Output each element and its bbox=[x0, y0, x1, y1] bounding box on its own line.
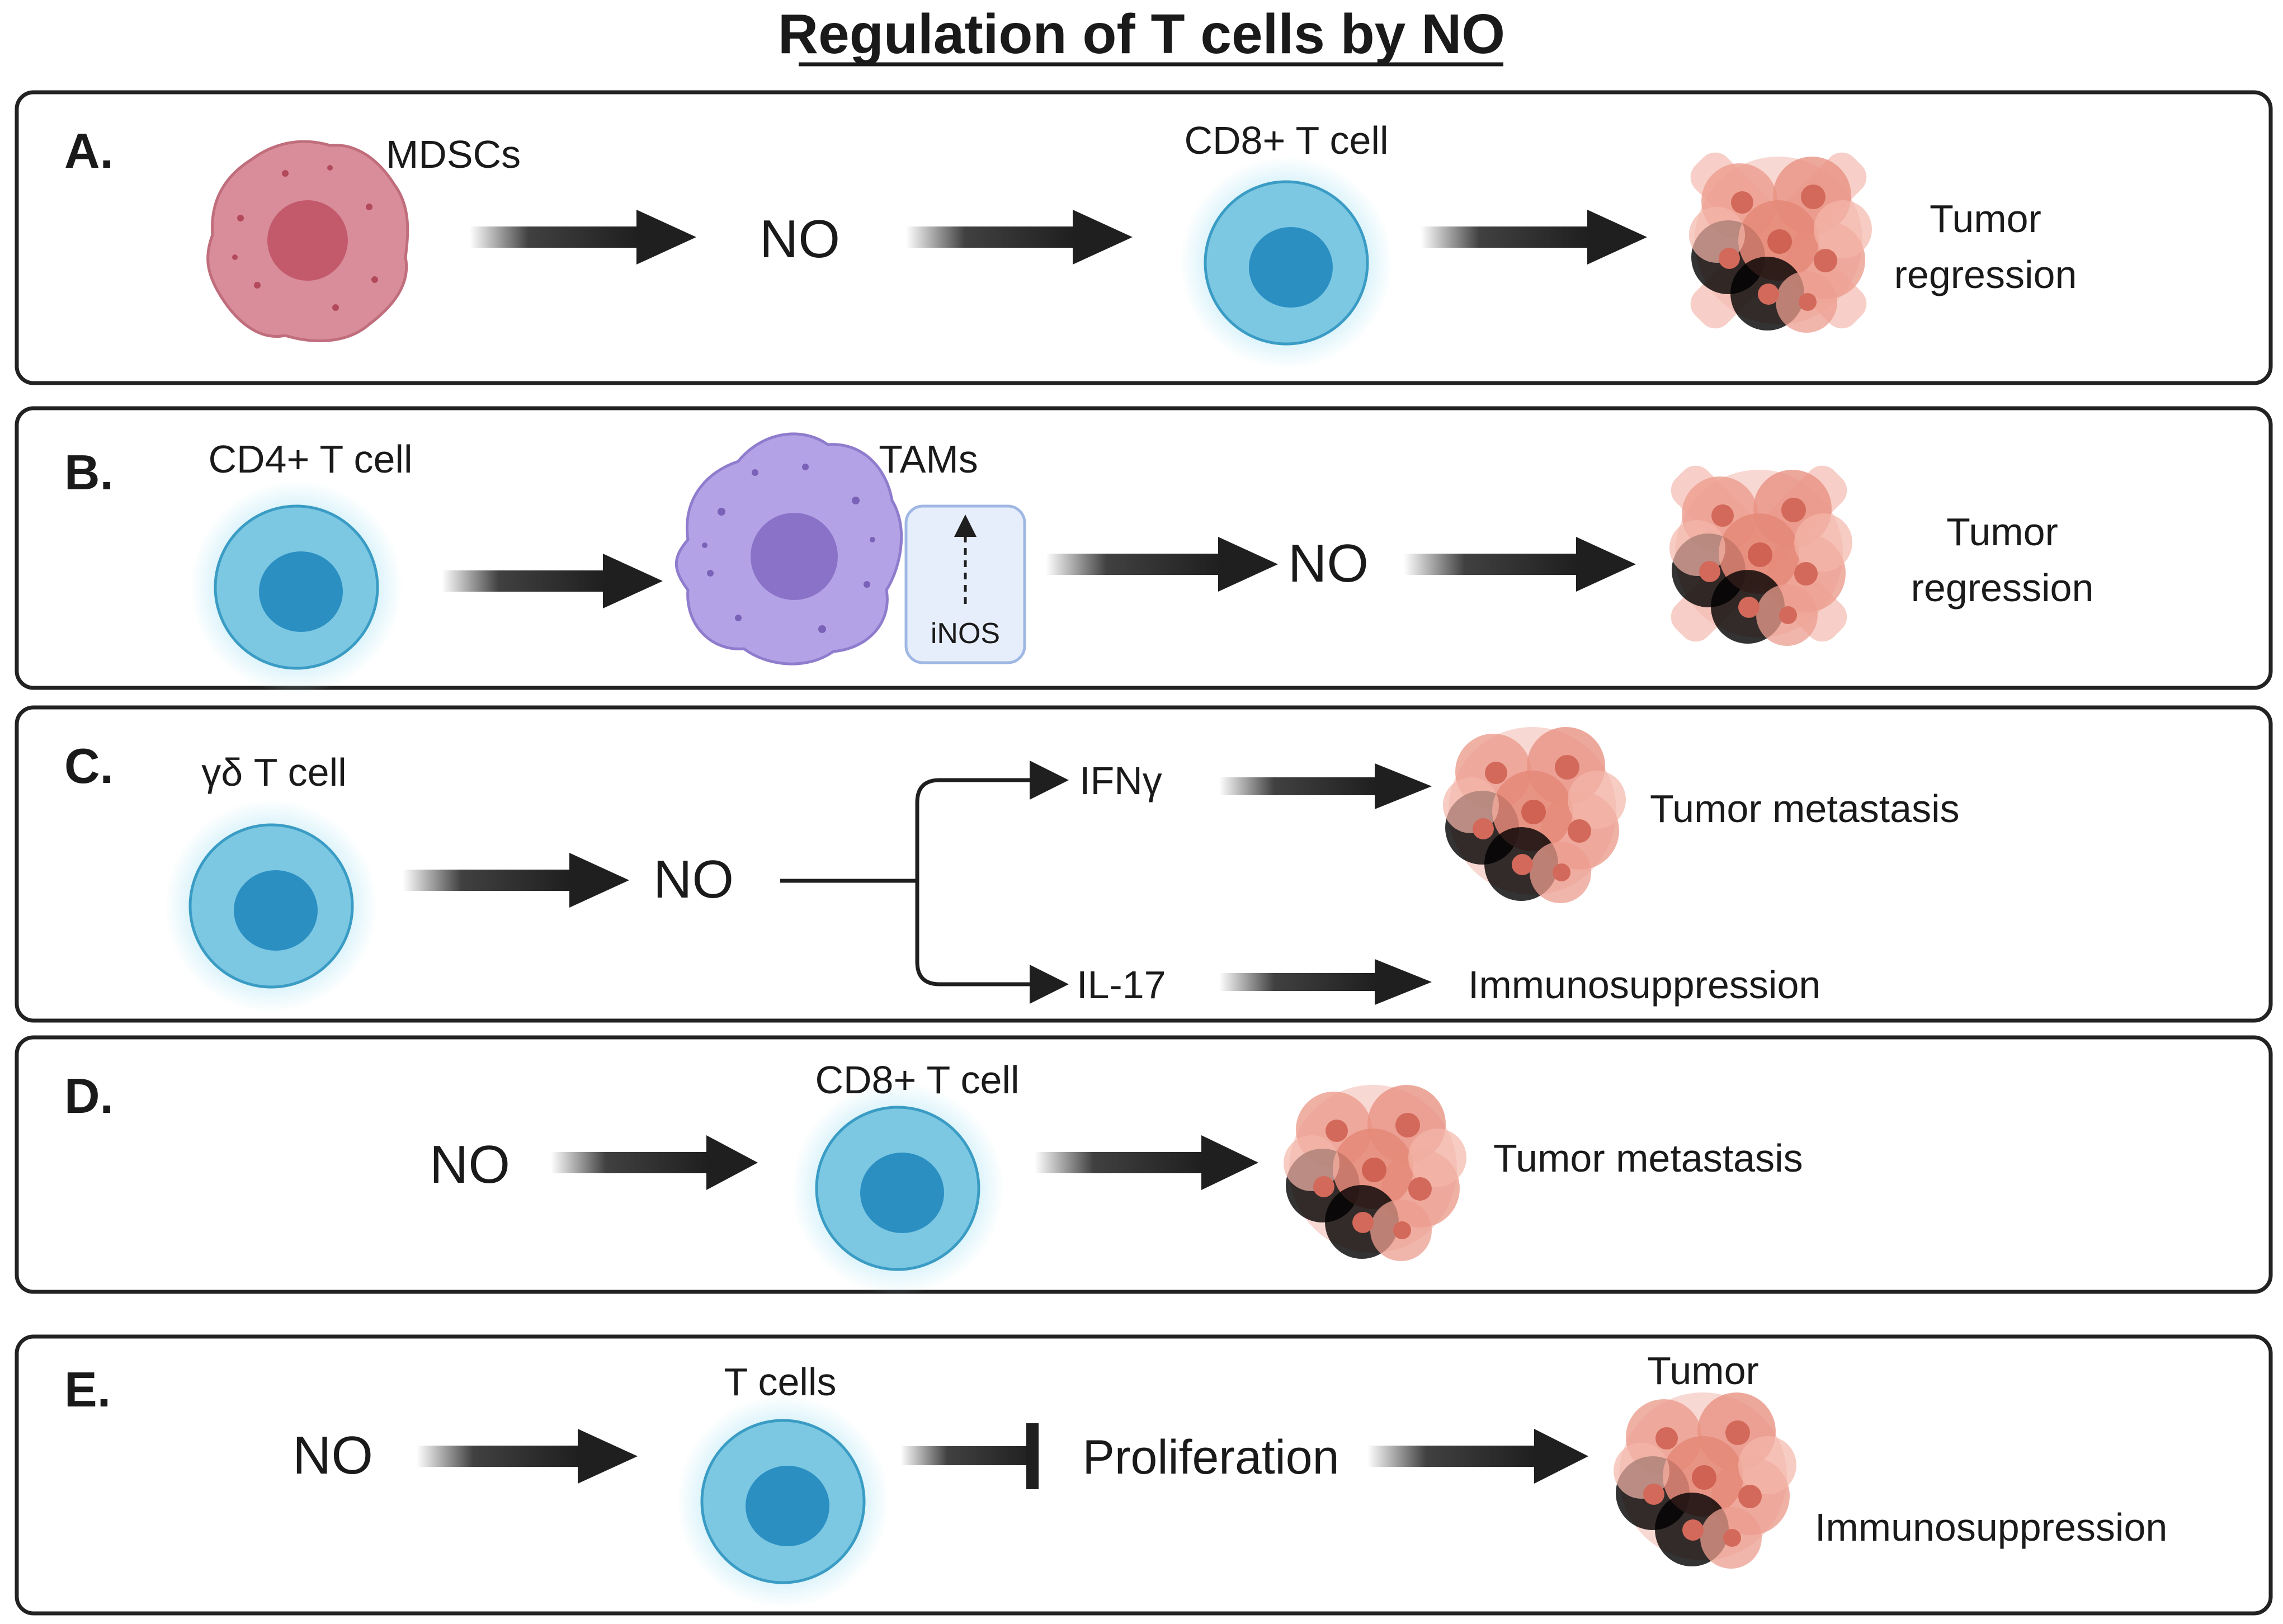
panel-b-cell-label: CD4+ T cell bbox=[208, 437, 412, 481]
panel-a-outcome-line2: regression bbox=[1894, 253, 2077, 296]
inhibition-bar bbox=[900, 1423, 1039, 1489]
arrow-e2 bbox=[1367, 1429, 1588, 1484]
panel-c: C. γδ T cell NO IFNγ IL-17 Tumor metasta… bbox=[15, 705, 2273, 1023]
arrow-b1 bbox=[442, 554, 663, 608]
panel-e-outcome: Immunosuppression bbox=[1815, 1505, 2167, 1549]
panel-b-no: NO bbox=[1288, 534, 1369, 593]
arrow-d1 bbox=[551, 1135, 758, 1190]
panel-a-cell-label: CD8+ T cell bbox=[1184, 119, 1388, 162]
arrow-a1 bbox=[470, 210, 696, 265]
cd8-t-cell-a bbox=[1180, 157, 1393, 369]
arrow-c3 bbox=[1219, 959, 1432, 1005]
cd4-t-cell bbox=[190, 481, 403, 693]
t-cells-e bbox=[677, 1395, 889, 1608]
branch-connector bbox=[780, 761, 1069, 1004]
panel-c-letter: C. bbox=[64, 738, 114, 794]
panel-e: E. NO T cells Proliferation Tumor Immuno… bbox=[15, 1334, 2273, 1616]
panel-e-cell-label: T cells bbox=[724, 1360, 837, 1404]
panel-b-letter: B. bbox=[64, 445, 114, 500]
tumor-c bbox=[1443, 727, 1626, 903]
tam-cell bbox=[674, 432, 903, 665]
panel-e-letter: E. bbox=[64, 1362, 111, 1417]
panel-e-tumor-label: Tumor bbox=[1647, 1349, 1759, 1392]
tumor-d bbox=[1284, 1085, 1466, 1261]
mdsc-cell bbox=[206, 140, 409, 343]
arrow-a3 bbox=[1421, 210, 1647, 265]
panel-b-outcome-line2: regression bbox=[1911, 566, 2094, 610]
mdsc-label: MDSCs bbox=[386, 133, 521, 176]
arrow-b3 bbox=[1404, 537, 1636, 592]
tumor-b bbox=[1669, 465, 1852, 646]
panel-d: D. NO CD8+ T cell Tumor metastasis bbox=[15, 1035, 2273, 1295]
panel-e-frame bbox=[15, 1334, 2273, 1616]
panel-b: B. CD4+ T cell TAMs iNOS bbox=[15, 406, 2273, 693]
panel-a-outcome-line1: Tumor bbox=[1930, 197, 2041, 240]
panel-d-frame bbox=[15, 1035, 2273, 1294]
panel-d-letter: D. bbox=[64, 1068, 114, 1123]
tumor-e bbox=[1614, 1392, 1796, 1569]
arrow-e1 bbox=[417, 1429, 638, 1484]
branch-ifn-gamma: IFNγ bbox=[1079, 759, 1162, 802]
inos-box: iNOS bbox=[904, 504, 1026, 664]
panel-d-outcome: Tumor metastasis bbox=[1493, 1136, 1803, 1180]
panel-c-cell-label: γδ T cell bbox=[201, 750, 346, 794]
panel-d-cell-label: CD8+ T cell bbox=[815, 1058, 1019, 1102]
arrow-c2 bbox=[1219, 763, 1432, 809]
panel-e-no: NO bbox=[293, 1425, 373, 1485]
arrow-c1 bbox=[403, 853, 629, 908]
panel-e-process: Proliferation bbox=[1083, 1431, 1339, 1484]
panel-a-frame bbox=[15, 90, 2273, 385]
panel-a-no: NO bbox=[760, 209, 840, 269]
panel-c-no: NO bbox=[653, 849, 734, 909]
branch-il-17: IL-17 bbox=[1077, 963, 1166, 1007]
panel-a-letter: A. bbox=[64, 123, 114, 178]
tumor-a bbox=[1689, 152, 1872, 333]
panel-b-outcome-line1: Tumor bbox=[1946, 510, 2058, 554]
panel-c-outcome-bottom: Immunosuppression bbox=[1468, 963, 1820, 1007]
inos-label: iNOS bbox=[931, 617, 1000, 650]
panel-c-outcome-top: Tumor metastasis bbox=[1650, 787, 1960, 830]
tam-label: TAMs bbox=[879, 437, 978, 481]
arrow-b2 bbox=[1046, 537, 1278, 592]
panel-c-frame bbox=[15, 705, 2273, 1023]
arrow-d2 bbox=[1035, 1135, 1258, 1190]
panel-d-no: NO bbox=[430, 1135, 510, 1195]
gamma-delta-t-cell bbox=[165, 800, 378, 1012]
arrow-a2 bbox=[906, 210, 1133, 265]
panel-b-frame bbox=[15, 406, 2273, 690]
panel-a: A. MDSCs NO CD8+ T cell bbox=[15, 90, 2273, 385]
cd8-t-cell-d bbox=[791, 1082, 1004, 1295]
figure-title: Regulation of T cells by NO bbox=[778, 3, 1505, 65]
